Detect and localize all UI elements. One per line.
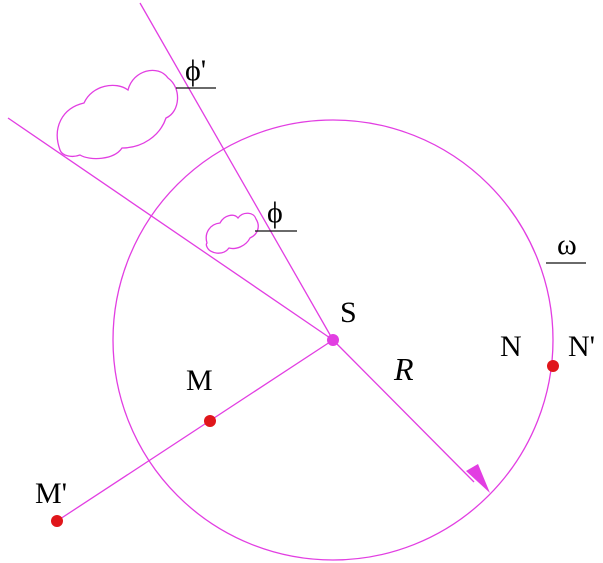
label-omega: ω	[557, 228, 577, 261]
point-m-prime	[51, 515, 63, 527]
figure-phi-prime	[56, 69, 179, 160]
label-center-s: S	[340, 296, 357, 329]
radius-arrowhead	[466, 464, 490, 493]
point-m	[204, 415, 216, 427]
label-radius-r: R	[393, 351, 414, 387]
label-point-m: M	[186, 364, 213, 397]
line-s-m-mprime	[56, 339, 334, 522]
circle-omega	[112, 119, 554, 561]
point-n-prime	[547, 360, 559, 372]
ray-steep	[139, 2, 334, 341]
label-point-n-prime: N'	[568, 330, 595, 363]
point-s	[327, 334, 339, 346]
label-point-n: N	[500, 330, 522, 363]
label-phi-prime: ϕ'	[185, 54, 206, 87]
label-phi: ϕ	[267, 196, 283, 229]
ray-shallow	[7, 117, 334, 341]
radius-arrow-line	[332, 339, 475, 483]
label-point-m-prime: M'	[35, 477, 67, 510]
figure-phi	[205, 212, 259, 254]
